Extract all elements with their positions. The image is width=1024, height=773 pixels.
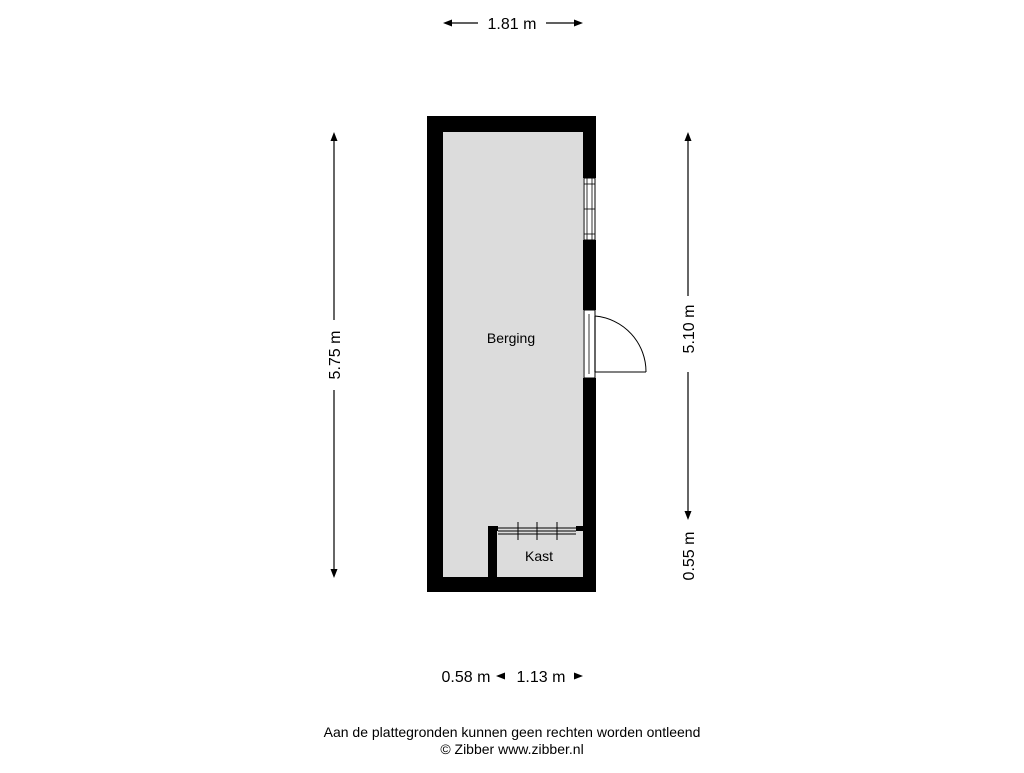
right-wall-middle xyxy=(583,240,596,310)
walls xyxy=(427,116,596,592)
right-wall-bottom xyxy=(583,378,596,592)
left-wall xyxy=(427,116,443,592)
right-upper-label: 5.10 m xyxy=(681,305,698,354)
window xyxy=(583,177,596,241)
right-lower-label: 0.55 m xyxy=(681,532,698,581)
left-height-label: 5.75 m xyxy=(327,331,344,380)
top-wall xyxy=(427,116,596,132)
kast-wall-top-right xyxy=(576,526,583,531)
footer-disclaimer: Aan de plattegronden kunnen geen rechten… xyxy=(324,724,701,740)
kast-wall-left xyxy=(488,526,497,577)
right-wall-top xyxy=(583,116,596,178)
dimension-top-width: 1.81 m xyxy=(443,16,583,33)
dimension-right-lower: 0.55 m xyxy=(681,532,698,581)
dimension-bottom: 0.58 m 1.13 m xyxy=(442,669,583,686)
dimension-left-height: 5.75 m xyxy=(327,132,344,578)
kast-floor xyxy=(497,535,583,577)
bottom-left-label: 0.58 m xyxy=(442,669,491,686)
top-width-label: 1.81 m xyxy=(488,16,537,33)
bottom-wall xyxy=(427,577,596,592)
berging-floor xyxy=(443,132,583,577)
door xyxy=(583,309,647,379)
kast-wall-top-left xyxy=(488,526,498,531)
bottom-right-label: 1.13 m xyxy=(517,669,566,686)
footer-credit: © Zibber www.zibber.nl xyxy=(440,741,583,757)
kast-sliding-door xyxy=(498,522,576,540)
dimension-right-upper: 5.10 m xyxy=(681,132,698,520)
room-label-berging: Berging xyxy=(487,330,535,346)
room-label-kast: Kast xyxy=(525,548,553,564)
